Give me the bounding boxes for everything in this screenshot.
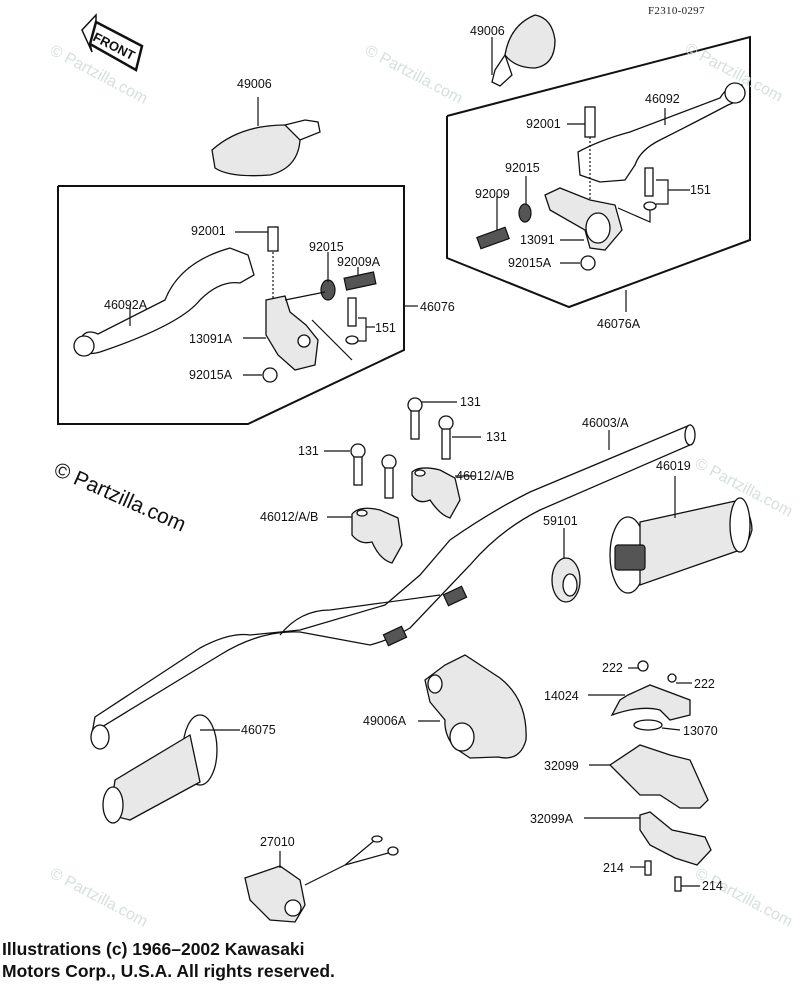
callout-clamp-upper: 46012/A/B (456, 469, 515, 483)
callout-washer: 13070 (683, 724, 718, 738)
callout-bolt-left: 92001 (191, 224, 226, 238)
callout-case-lower: 32099A (530, 812, 574, 826)
callout-adjuster-left: 92009A (337, 255, 381, 269)
callout-case-upper: 32099 (544, 759, 579, 773)
throttle-grip-part (609, 476, 753, 594)
callout-clamp-lower: 46012/A/B (260, 510, 319, 524)
callout-bolt-right: 92001 (526, 117, 561, 131)
grip-left-part (102, 714, 240, 824)
callout-bolt-131-a: 131 (460, 395, 481, 409)
clamps-46012-part (327, 467, 475, 564)
mirror-right-part (491, 14, 556, 87)
pulley-part (551, 528, 581, 603)
callout-nut-knurl-left: 92015 (309, 240, 344, 254)
callout-bolt-131-c: 131 (298, 444, 319, 458)
callout-grip-left: 46075 (241, 723, 276, 737)
assembly-left-frame (57, 185, 418, 425)
bolts-131-part (324, 397, 481, 499)
callout-screw-214-a: 214 (603, 861, 624, 875)
drawing-code: F2310-0297 (648, 5, 705, 17)
copyright-line-2: Motors Corp., U.S.A. All rights reserved… (2, 961, 335, 981)
callout-lever-right: 46092 (645, 92, 680, 106)
callout-nut-right: 92015A (508, 256, 552, 270)
callout-switch: 27010 (260, 835, 295, 849)
switch-part (244, 835, 399, 923)
callout-bolt-washer-right: 151 (690, 183, 711, 197)
callout-nut-knurl-right: 92015 (505, 161, 540, 175)
callout-handlebar: 46003/A (582, 416, 629, 430)
copyright-notice: Illustrations (c) 1966–2002 Kawasaki Mot… (2, 938, 335, 982)
callout-mirror-left: 49006 (237, 77, 272, 91)
callout-screw-222-b: 222 (694, 677, 715, 691)
callout-holder-right: 13091 (520, 233, 555, 247)
mirror-left-part (211, 97, 321, 177)
throttle-case-parts (584, 660, 712, 892)
callout-holder-left: 13091A (189, 332, 233, 346)
callout-screw-214-b: 214 (702, 879, 723, 893)
callout-throttle-housing: 49006A (363, 714, 407, 728)
throttle-housing-part (418, 654, 527, 759)
callout-mirror-right: 49006 (470, 24, 505, 38)
callout-throttle-grip: 46019 (656, 459, 691, 473)
callout-pulley: 59101 (543, 514, 578, 528)
callout-adjuster-right: 92009 (475, 187, 510, 201)
callout-nut-left: 92015A (189, 368, 233, 382)
callout-lever-left: 46092A (104, 298, 148, 312)
copyright-line-1: Illustrations (c) 1966–2002 Kawasaki (2, 939, 305, 959)
callout-screw-222-a: 222 (602, 661, 623, 675)
callout-bolt-washer-left: 151 (375, 321, 396, 335)
assembly-right-frame (446, 35, 751, 312)
callout-bolt-131-b: 131 (486, 430, 507, 444)
handlebar-part (90, 424, 696, 750)
callout-plate: 14024 (544, 689, 579, 703)
callout-assembly-left: 46076 (420, 300, 455, 314)
callout-assembly-right: 46076A (597, 317, 641, 331)
